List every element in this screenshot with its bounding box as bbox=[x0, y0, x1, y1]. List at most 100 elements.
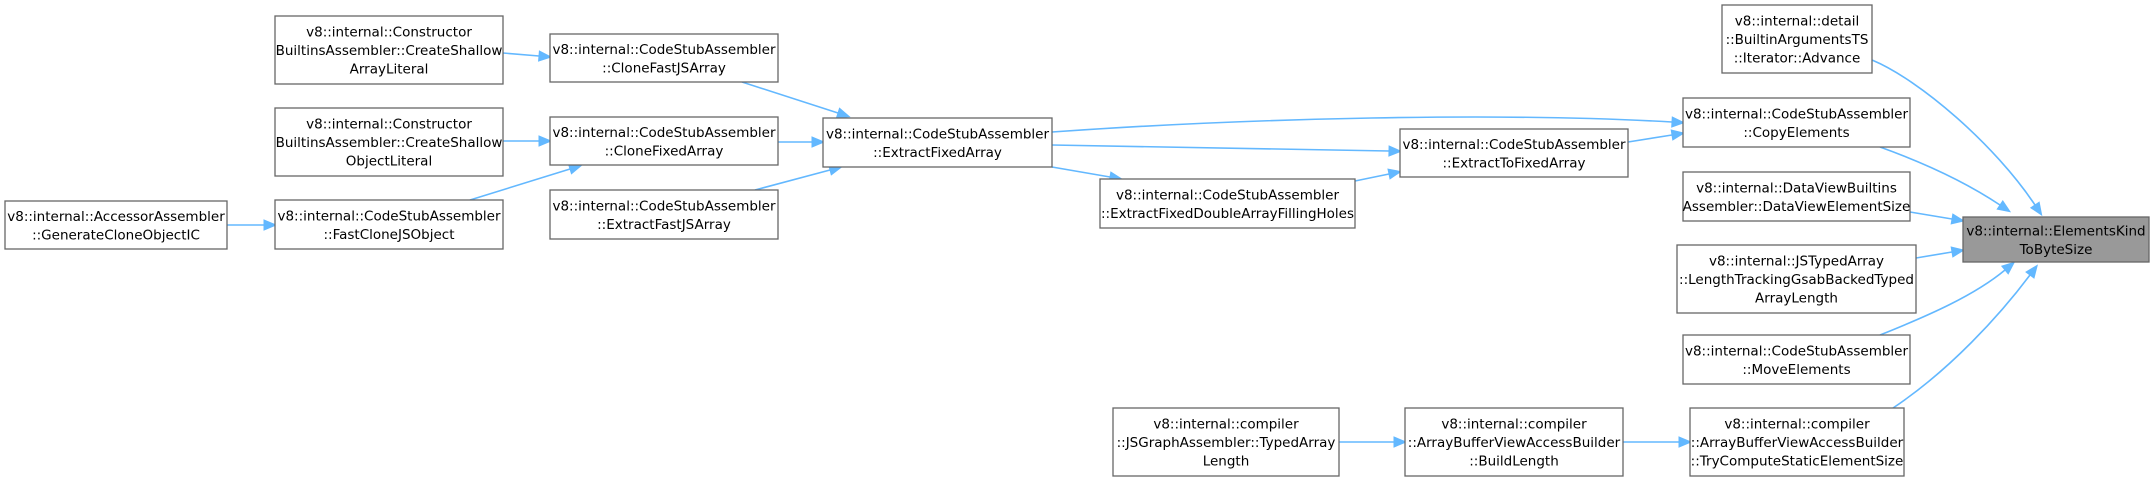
node-label-line: ::CopyElements bbox=[1743, 125, 1849, 141]
node-label-line: ObjectLiteral bbox=[346, 154, 432, 170]
arrow-head-icon bbox=[1671, 116, 1686, 128]
node-label-line: ArrayLength bbox=[1755, 291, 1838, 307]
node-box bbox=[4, 200, 228, 250]
node-move-elements[interactable]: v8::internal::CodeStubAssembler::MoveEle… bbox=[1682, 334, 1911, 385]
node-create-shallow-object-literal[interactable]: v8::internal::ConstructorBuiltinsAssembl… bbox=[274, 107, 504, 177]
edge-build-length-to-try-compute-static-element-size bbox=[1623, 436, 1693, 448]
arrow-head-icon bbox=[1996, 199, 2012, 213]
node-label-line: ::CloneFastJSArray bbox=[602, 60, 726, 76]
node-box bbox=[1682, 334, 1911, 385]
node-label-line: v8::internal::Constructor bbox=[306, 25, 472, 41]
node-box bbox=[549, 189, 779, 240]
node-extract-fixed-double-array-filling-holes[interactable]: v8::internal::CodeStubAssembler::Extract… bbox=[1099, 178, 1356, 229]
node-box bbox=[1682, 97, 1911, 148]
node-box bbox=[822, 117, 1053, 168]
node-label-line: ::CloneFixedArray bbox=[605, 143, 724, 159]
node-label-line: v8::internal::detail bbox=[1735, 14, 1860, 30]
node-box bbox=[274, 15, 504, 85]
arrow-head-icon bbox=[2025, 264, 2038, 279]
edge-extract-fast-jsarray-to-extract-fixed-array bbox=[754, 164, 843, 191]
node-length-tracking-gsab[interactable]: v8::internal::JSTypedArray::LengthTracki… bbox=[1676, 244, 1917, 314]
node-clone-fixed-array[interactable]: v8::internal::CodeStubAssembler::CloneFi… bbox=[549, 116, 779, 166]
node-box bbox=[549, 116, 779, 166]
edge-try-compute-static-element-size-to-elements-kind-to-byte-size bbox=[1892, 264, 2038, 409]
edge-length-tracking-gsab-to-elements-kind-to-byte-size bbox=[1915, 246, 1966, 259]
node-label-line: v8::internal::ElementsKind bbox=[1966, 223, 2145, 239]
node-label-line: ::ExtractFastJSArray bbox=[597, 217, 731, 233]
node-typed-array-length[interactable]: v8::internal::compiler::JSGraphAssembler… bbox=[1112, 407, 1340, 477]
node-label-line: ::JSGraphAssembler::TypedArray bbox=[1117, 435, 1336, 451]
node-label-line: ::FastCloneJSObject bbox=[323, 227, 454, 243]
node-box bbox=[1099, 178, 1356, 229]
edge-line bbox=[1871, 59, 2036, 206]
edge-typed-array-length-to-build-length bbox=[1339, 436, 1408, 448]
node-fast-clone-jsobject[interactable]: v8::internal::CodeStubAssembler::FastClo… bbox=[274, 199, 504, 250]
arrow-head-icon bbox=[835, 107, 851, 119]
edge-line bbox=[741, 81, 839, 114]
nodes-layer: v8::internal::ElementsKindToByteSizev8::… bbox=[4, 4, 2150, 477]
node-label-line: v8::internal::CodeStubAssembler bbox=[826, 126, 1050, 142]
edge-line bbox=[1879, 146, 2001, 206]
node-extract-fast-jsarray[interactable]: v8::internal::CodeStubAssembler::Extract… bbox=[549, 189, 779, 240]
node-build-length[interactable]: v8::internal::compiler::ArrayBufferViewA… bbox=[1404, 407, 1624, 477]
edge-create-shallow-object-literal-to-clone-fixed-array bbox=[503, 135, 553, 147]
edge-copy-elements-to-elements-kind-to-byte-size bbox=[1879, 146, 2012, 213]
edge-data-view-element-size-to-elements-kind-to-byte-size bbox=[1909, 211, 1966, 225]
edge-create-shallow-array-literal-to-clone-fast-jsarray bbox=[502, 50, 553, 62]
node-box bbox=[1404, 407, 1624, 477]
edge-clone-fast-jsarray-to-extract-fixed-array bbox=[741, 81, 851, 119]
node-builtin-arguments-advance[interactable]: v8::internal::detail::BuiltinArgumentsTS… bbox=[1721, 4, 1873, 74]
node-extract-to-fixed-array[interactable]: v8::internal::CodeStubAssembler::Extract… bbox=[1399, 128, 1629, 178]
arrow-head-icon bbox=[263, 219, 278, 231]
node-label-line: v8::internal::JSTypedArray bbox=[1709, 254, 1884, 270]
node-label-line: v8::internal::compiler bbox=[1441, 417, 1587, 433]
node-generate-clone-object-ic[interactable]: v8::internal::AccessorAssembler::Generat… bbox=[4, 200, 228, 250]
node-label-line: ::ExtractFixedArray bbox=[873, 145, 1002, 161]
node-label-line: ::ArrayBufferViewAccessBuilder bbox=[1691, 435, 1904, 451]
arrow-head-icon bbox=[567, 163, 583, 175]
node-box bbox=[274, 107, 504, 177]
edge-line bbox=[1879, 269, 2006, 336]
node-copy-elements[interactable]: v8::internal::CodeStubAssembler::CopyEle… bbox=[1682, 97, 1911, 148]
node-label-line: v8::internal::AccessorAssembler bbox=[7, 209, 225, 225]
node-label-line: ::ExtractFixedDoubleArrayFillingHoles bbox=[1101, 206, 1354, 222]
edge-line bbox=[469, 168, 571, 201]
node-data-view-element-size[interactable]: v8::internal::DataViewBuiltinsAssembler:… bbox=[1682, 171, 1911, 222]
edge-generate-clone-object-ic-to-fast-clone-jsobject bbox=[227, 219, 278, 231]
node-box bbox=[274, 199, 504, 250]
node-label-line: v8::internal::compiler bbox=[1724, 417, 1870, 433]
arrow-head-icon bbox=[2000, 261, 2016, 275]
node-label-line: v8::internal::compiler bbox=[1153, 417, 1299, 433]
edge-builtin-arguments-advance-to-elements-kind-to-byte-size bbox=[1871, 59, 2043, 217]
node-box bbox=[1689, 407, 1905, 477]
node-label-line: ::GenerateCloneObjectIC bbox=[32, 227, 200, 243]
node-box bbox=[549, 33, 779, 83]
arrow-head-icon bbox=[538, 135, 553, 147]
node-extract-fixed-array[interactable]: v8::internal::CodeStubAssembler::Extract… bbox=[822, 117, 1053, 168]
node-label-line: ::LengthTrackingGsabBackedTyped bbox=[1679, 272, 1914, 288]
edge-line bbox=[502, 52, 540, 57]
arrow-head-icon bbox=[1950, 213, 1966, 225]
arrow-head-icon bbox=[538, 50, 553, 62]
arrow-head-icon bbox=[1678, 436, 1693, 448]
node-label-line: v8::internal::DataViewBuiltins bbox=[1696, 180, 1897, 196]
node-try-compute-static-element-size[interactable]: v8::internal::compiler::ArrayBufferViewA… bbox=[1689, 407, 1905, 477]
node-label-line: ::BuiltinArgumentsTS bbox=[1726, 32, 1869, 48]
node-clone-fast-jsarray[interactable]: v8::internal::CodeStubAssembler::CloneFa… bbox=[549, 33, 779, 83]
node-label-line: ::BuildLength bbox=[1469, 454, 1559, 470]
node-label-line: v8::internal::CodeStubAssembler bbox=[1685, 106, 1909, 122]
node-create-shallow-array-literal[interactable]: v8::internal::ConstructorBuiltinsAssembl… bbox=[274, 15, 504, 85]
node-label-line: v8::internal::CodeStubAssembler bbox=[552, 198, 776, 214]
edge-line bbox=[1051, 116, 1673, 133]
node-label-line: ::ExtractToFixedArray bbox=[1442, 155, 1585, 171]
node-label-line: BuiltinsAssembler::CreateShallow bbox=[276, 43, 503, 59]
node-label-line: ::MoveElements bbox=[1742, 362, 1850, 378]
node-box bbox=[1112, 407, 1340, 477]
node-label-line: Length bbox=[1203, 454, 1250, 470]
node-label-line: v8::internal::Constructor bbox=[306, 117, 472, 133]
node-box bbox=[1399, 128, 1629, 178]
node-label-line: v8::internal::CodeStubAssembler bbox=[1116, 187, 1340, 203]
arrow-head-icon bbox=[1670, 129, 1686, 141]
edge-line bbox=[1051, 166, 1111, 178]
